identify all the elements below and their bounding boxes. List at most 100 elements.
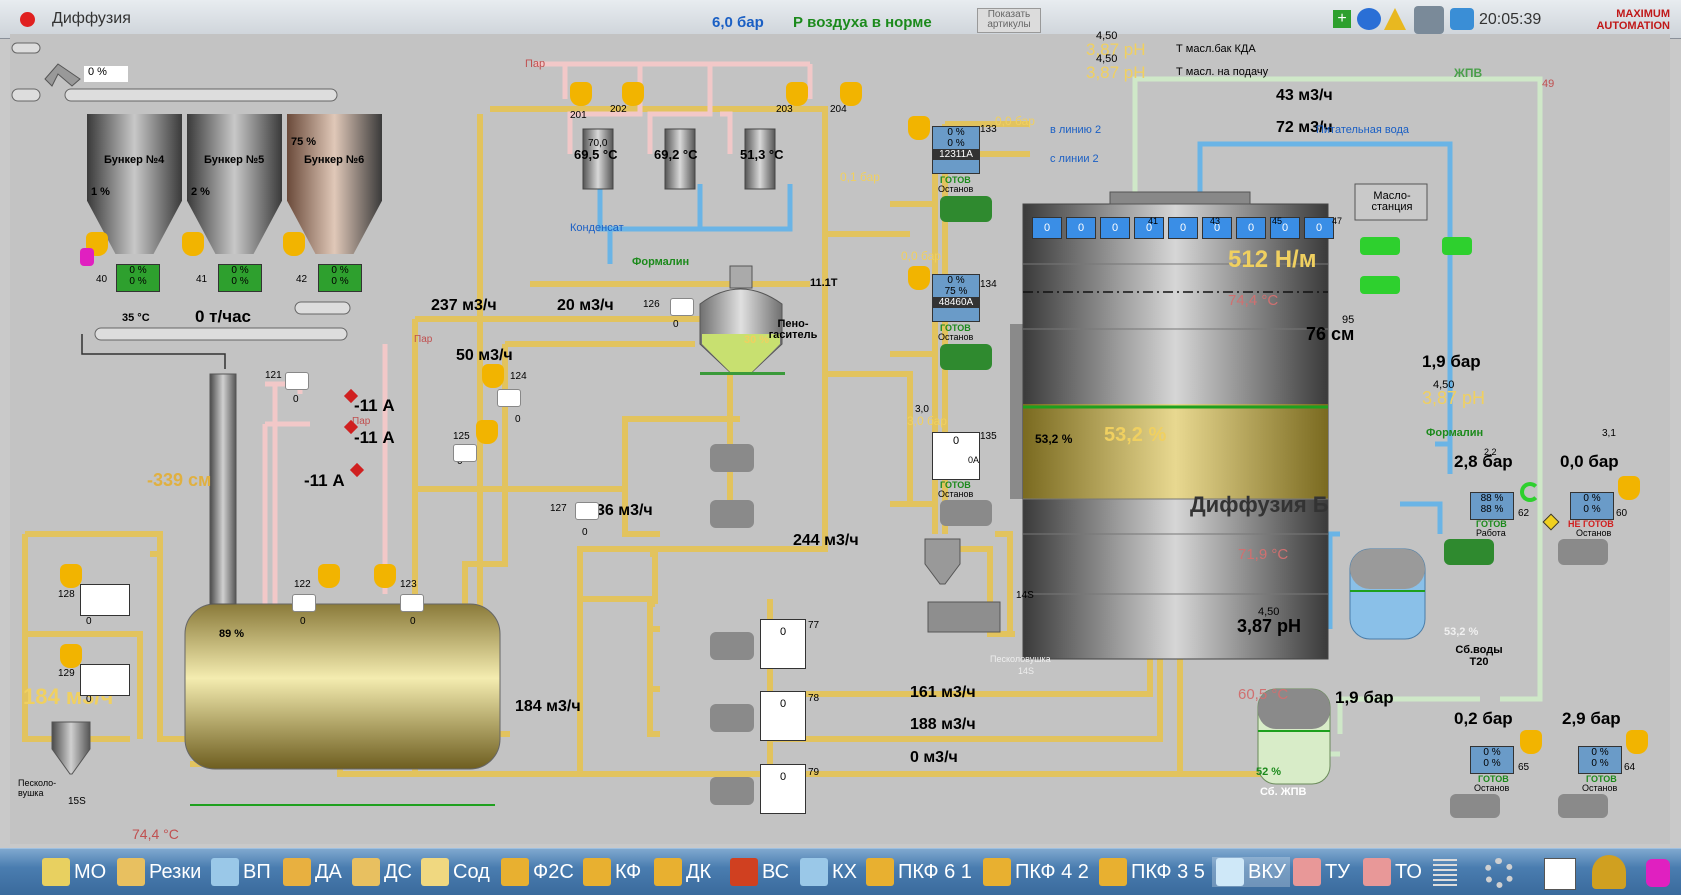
tab-pkf61[interactable]: ПКФ 6 1 <box>866 857 972 887</box>
manual-hand-icon[interactable] <box>482 364 504 388</box>
sensor-cell[interactable]: 0 <box>1270 217 1300 239</box>
valve-tag: 123 <box>400 579 417 590</box>
water-tank-t20 <box>1349 548 1426 640</box>
sensor-cell[interactable]: 0 <box>1304 217 1334 239</box>
pump-motor[interactable] <box>710 704 754 732</box>
pump-motor[interactable] <box>940 196 992 222</box>
pump-65-panel[interactable]: 0 %0 % <box>1470 746 1514 774</box>
tab-f2s[interactable]: Ф2С <box>501 857 574 887</box>
close-dot-icon[interactable] <box>20 12 35 27</box>
formalin-label: Формалин <box>632 256 690 268</box>
manual-hand-icon[interactable] <box>283 232 305 256</box>
valve-127[interactable] <box>575 502 599 520</box>
tab-kh[interactable]: КХ <box>800 857 857 887</box>
pump-motor[interactable] <box>1444 539 1494 565</box>
tab-pkf42[interactable]: ПКФ 4 2 <box>983 857 1089 887</box>
pump-motor[interactable] <box>940 500 992 526</box>
manual-hand-icon[interactable] <box>476 420 498 444</box>
pump-value: 0 <box>86 616 92 627</box>
green-motor[interactable] <box>1360 237 1400 255</box>
manual-hand-icon[interactable] <box>60 564 82 588</box>
pump-133-panel[interactable]: 0 %0 % 12311А <box>932 126 980 174</box>
valve-124[interactable] <box>497 389 521 407</box>
tab-vku[interactable]: ВКУ <box>1212 857 1290 887</box>
warning-icon[interactable] <box>1384 8 1406 30</box>
show-articles-button[interactable]: Показать артикулы <box>977 8 1041 33</box>
pump-129[interactable] <box>80 664 130 696</box>
manual-hand-icon[interactable] <box>60 644 82 668</box>
tab-mo[interactable]: МО <box>42 857 106 887</box>
tab-to[interactable]: ТО <box>1363 857 1422 887</box>
hand-cursor-icon[interactable] <box>1646 859 1670 887</box>
pump-77-panel[interactable]: 0 <box>760 619 806 669</box>
sensor-cell[interactable]: 0 <box>1168 217 1198 239</box>
manual-hand-icon[interactable] <box>1626 730 1648 754</box>
pump-motor[interactable] <box>940 344 992 370</box>
engineer-icon[interactable] <box>1414 6 1444 34</box>
feeder-41[interactable]: 0 %0 % <box>218 264 262 292</box>
trend-icon[interactable] <box>1544 858 1576 890</box>
tab-kf[interactable]: КФ <box>583 857 641 887</box>
manual-hand-icon[interactable] <box>318 564 340 588</box>
tab-vp[interactable]: ВП <box>211 857 271 887</box>
tab-da[interactable]: ДА <box>283 857 342 887</box>
gear-icon[interactable] <box>1484 858 1514 888</box>
manual-hand-icon[interactable] <box>840 82 862 106</box>
feeder-40[interactable]: 0 %0 % <box>116 264 160 292</box>
sensor-cell[interactable]: 0 <box>1202 217 1232 239</box>
menu-lines-icon[interactable] <box>1433 859 1457 887</box>
tab-rezki[interactable]: Резки <box>117 857 201 887</box>
manual-hand-icon[interactable] <box>1618 476 1640 500</box>
manual-hand-icon[interactable] <box>908 266 930 290</box>
pump-motor[interactable] <box>1558 794 1608 818</box>
pump-motor[interactable] <box>710 632 754 660</box>
flow-43: 43 м3/ч <box>1276 87 1333 104</box>
add-icon[interactable]: + <box>1333 10 1351 28</box>
manual-hand-icon[interactable] <box>570 82 592 106</box>
pump-62-panel[interactable]: 88 %88 % <box>1470 492 1514 520</box>
sensor-cell[interactable]: 0 <box>1236 217 1266 239</box>
air-status: Р воздуха в норме <box>793 14 932 31</box>
pump-128[interactable] <box>80 584 130 616</box>
pump-78-panel[interactable]: 0 <box>760 691 806 741</box>
pump-60-panel[interactable]: 0 %0 % <box>1570 492 1614 520</box>
tab-vs[interactable]: ВС <box>730 857 789 887</box>
sensor-cell[interactable]: 0 <box>1066 217 1096 239</box>
valve-121[interactable] <box>285 372 309 390</box>
tab-pkf35[interactable]: ПКФ 3 5 <box>1099 857 1205 887</box>
pump-135-panel[interactable]: 0 0А <box>932 432 980 480</box>
tab-tu[interactable]: ТУ <box>1293 857 1350 887</box>
valve-123[interactable] <box>400 594 424 612</box>
manual-hand-icon[interactable] <box>374 564 396 588</box>
manual-hand-icon[interactable] <box>182 232 204 256</box>
sensor-cell[interactable]: 0 <box>1134 217 1164 239</box>
green-motor[interactable] <box>1360 276 1400 294</box>
tab-ds[interactable]: ДС <box>352 857 412 887</box>
pump-134-panel[interactable]: 0 %75 % 48460А <box>932 274 980 322</box>
pump-motor[interactable] <box>710 444 754 472</box>
pump-motor[interactable] <box>710 777 754 805</box>
green-motor[interactable] <box>1442 237 1472 255</box>
refresh-icon[interactable] <box>1520 482 1540 502</box>
valve-125[interactable] <box>453 444 477 462</box>
conveyor-percent: 0 % <box>84 66 128 82</box>
pump-motor[interactable] <box>1450 794 1500 818</box>
pump-motor[interactable] <box>1558 539 1608 565</box>
pump-motor[interactable] <box>710 500 754 528</box>
chat-icon[interactable] <box>1357 8 1381 30</box>
tab-sod[interactable]: Сод <box>421 857 490 887</box>
telegram-icon[interactable] <box>1450 8 1474 30</box>
valve-122[interactable] <box>292 594 316 612</box>
pump-79-panel[interactable]: 0 <box>760 764 806 814</box>
pump-64-panel[interactable]: 0 %0 % <box>1578 746 1622 774</box>
feeder-42[interactable]: 0 %0 % <box>318 264 362 292</box>
sensor-cell[interactable]: 0 <box>1032 217 1062 239</box>
manual-hand-icon[interactable] <box>908 116 930 140</box>
manual-hand-icon[interactable] <box>786 82 808 106</box>
manual-hand-icon[interactable] <box>1520 730 1542 754</box>
tab-dk[interactable]: ДК <box>654 857 711 887</box>
engineer-icon[interactable] <box>1592 855 1626 889</box>
manual-hand-icon[interactable] <box>622 82 644 106</box>
valve-126[interactable] <box>670 298 694 316</box>
sensor-cell[interactable]: 0 <box>1100 217 1130 239</box>
